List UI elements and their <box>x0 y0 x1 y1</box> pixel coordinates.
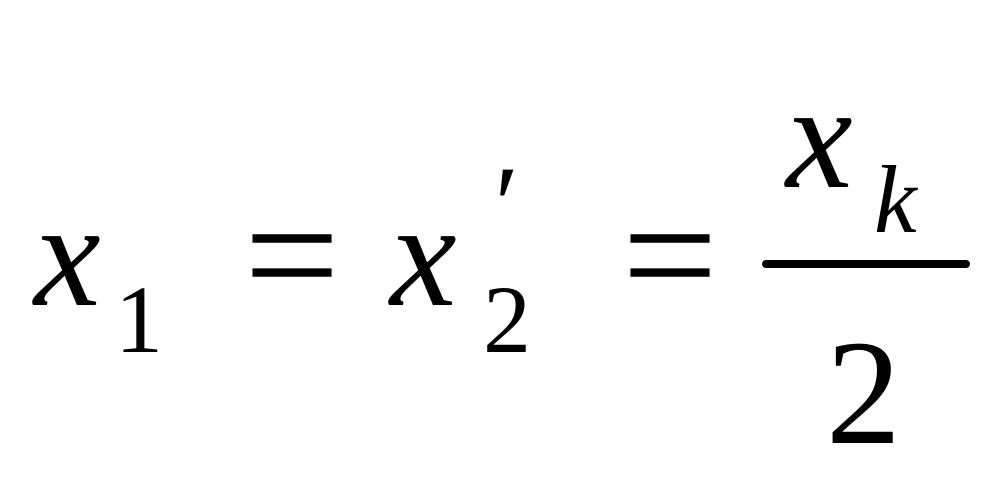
var-x1-subscript: 1 <box>115 266 163 373</box>
fraction-bar <box>762 260 970 268</box>
fraction-numerator-base: x <box>786 54 853 220</box>
equals-sign-1: = <box>244 161 340 349</box>
fraction-denominator: 2 <box>826 310 901 476</box>
var-x1-base: x <box>34 172 101 338</box>
var-x2-prime: ′ <box>488 144 513 266</box>
var-x2-base: x <box>390 172 457 338</box>
var-x2-subscript: 2 <box>483 266 531 373</box>
fraction-numerator-subscript: k <box>874 146 917 253</box>
equals-sign-2: = <box>622 161 718 349</box>
